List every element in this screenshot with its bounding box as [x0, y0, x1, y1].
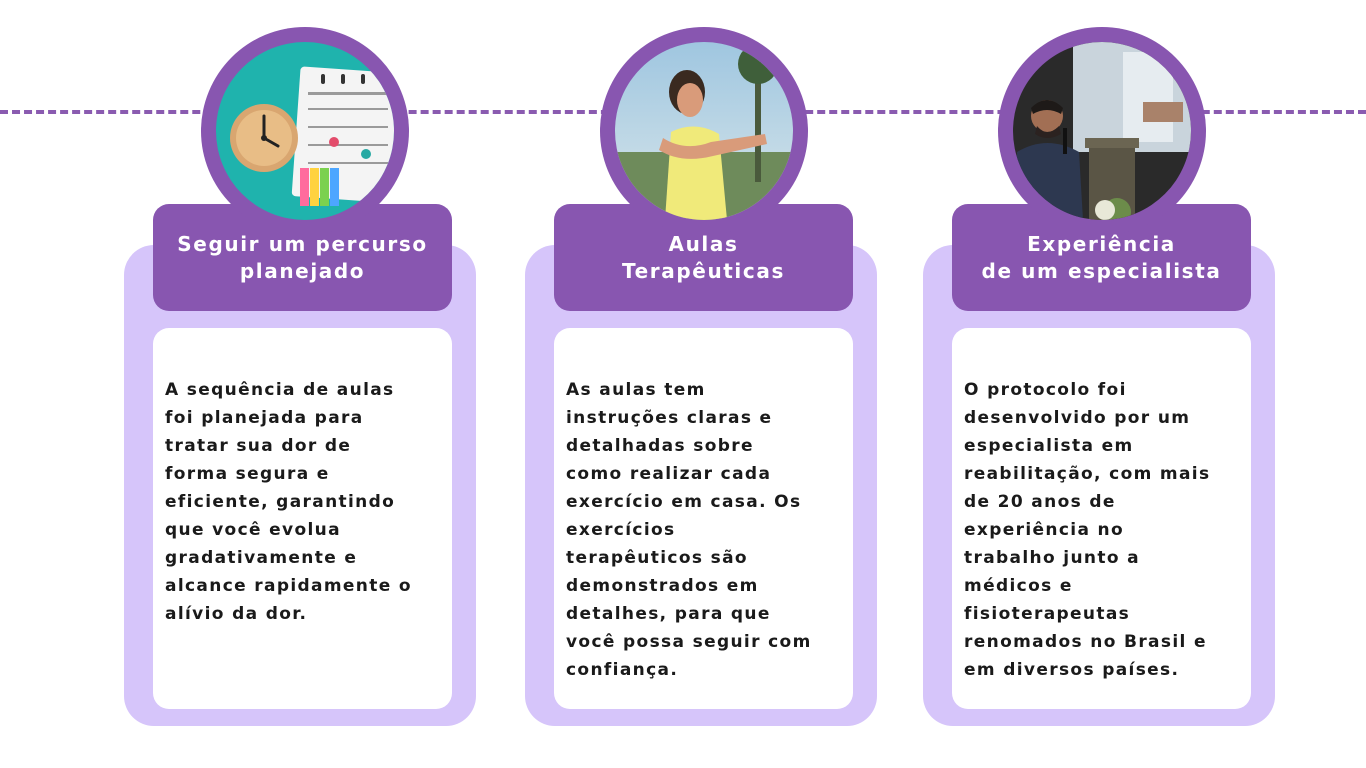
- card-description: A sequência de aulas foi planejada para …: [153, 328, 452, 709]
- calendar-clock-photo: [216, 42, 394, 220]
- card-text-line: exercícios: [566, 520, 676, 540]
- card-text-line: experiência no: [964, 520, 1125, 540]
- card-text-line: eficiente, garantindo: [165, 492, 396, 512]
- card-text-line: confiança.: [566, 660, 679, 680]
- woman-exercising-illustration: [615, 42, 793, 220]
- card-description: As aulas tem instruções claras e detalha…: [554, 328, 853, 709]
- card-text-line: de 20 anos de: [964, 492, 1116, 512]
- card-title-line: de um especialista: [981, 258, 1222, 283]
- card-description: O protocolo foi desenvolvido por um espe…: [952, 328, 1251, 709]
- card-text-line: alívio da dor.: [165, 604, 308, 624]
- card-text-line: tratar sua dor de: [165, 436, 352, 456]
- calendar-clock-photo-frame: [201, 27, 409, 235]
- card-text-line: detalhadas sobre: [566, 436, 754, 456]
- woman-exercising-photo: [615, 42, 793, 220]
- card-text-line: instruções claras e: [566, 408, 773, 428]
- speaker-at-podium-illustration: [1013, 42, 1191, 220]
- card-text-line: detalhes, para que: [566, 604, 771, 624]
- card-text-line: foi planejada para: [165, 408, 364, 428]
- card-text-line: em diversos países.: [964, 660, 1180, 680]
- card-text-line: demonstrados em: [566, 576, 759, 596]
- card-title-line: Seguir um percurso: [177, 231, 428, 256]
- card-text-line: desenvolvido por um: [964, 408, 1191, 428]
- card-title-line: planejado: [239, 258, 366, 283]
- card-text-line: você possa seguir com: [566, 632, 812, 652]
- card-text-line: médicos e: [964, 576, 1073, 596]
- card-text-line: reabilitação, com mais: [964, 464, 1211, 484]
- card-title-line: Experiência: [1027, 231, 1176, 256]
- card-text-line: A sequência de aulas: [165, 380, 395, 400]
- card-text-line: como realizar cada: [566, 464, 772, 484]
- speaker-at-podium-photo: [1013, 42, 1191, 220]
- card-text-line: exercício em casa. Os: [566, 492, 802, 512]
- card-title-line: Aulas: [668, 231, 739, 256]
- card-text-line: gradativamente e: [165, 548, 358, 568]
- card-text-line: alcance rapidamente o: [165, 576, 412, 596]
- card-text-line: que você evolua: [165, 520, 341, 540]
- feature-card-specialist-experience: Experiência de um especialista O protoco…: [923, 0, 1275, 768]
- card-title-line: Terapêuticas: [622, 258, 785, 283]
- card-text-line: forma segura e: [165, 464, 330, 484]
- card-text-line: especialista em: [964, 436, 1134, 456]
- calendar-clock-illustration: [216, 42, 394, 220]
- feature-card-planned-course: Seguir um percurso planejado A sequência…: [124, 0, 476, 768]
- feature-card-therapeutic-classes: Aulas Terapêuticas As aulas tem instruçõ…: [525, 0, 877, 768]
- card-text-line: O protocolo foi: [964, 380, 1127, 400]
- woman-exercising-photo-frame: [600, 27, 808, 235]
- card-title: Experiência de um especialista: [952, 204, 1251, 311]
- card-text-line: fisioterapeutas: [964, 604, 1131, 624]
- card-text-line: renomados no Brasil e: [964, 632, 1207, 652]
- card-text-line: trabalho junto a: [964, 548, 1140, 568]
- card-text-line: As aulas tem: [566, 380, 706, 400]
- speaker-at-podium-photo-frame: [998, 27, 1206, 235]
- card-text-line: terapêuticos são: [566, 548, 748, 568]
